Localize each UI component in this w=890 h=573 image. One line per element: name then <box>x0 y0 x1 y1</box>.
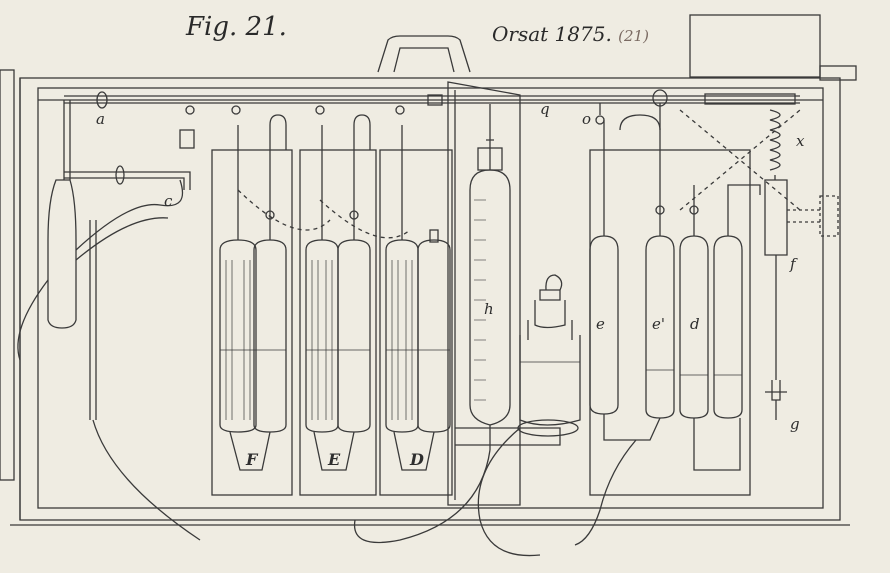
coil-and-tube <box>727 109 839 420</box>
water-jar <box>477 274 581 557</box>
partition-panel <box>447 81 521 506</box>
label-f: f <box>790 255 796 273</box>
label-q: q <box>540 100 550 118</box>
burette-scale <box>474 199 486 401</box>
absorption-pipettes <box>219 114 451 471</box>
label-h: h <box>484 300 494 318</box>
right-liquid-levels <box>646 369 742 376</box>
source-ref: (21) <box>618 27 649 45</box>
label-g: g <box>790 415 800 433</box>
source-text: Orsat 1875. <box>492 22 612 46</box>
label-o: o <box>582 110 592 128</box>
burette <box>353 104 561 544</box>
right-pipettes <box>574 103 801 546</box>
figure-title: Fig. 21. <box>186 12 287 42</box>
gas-manifold <box>64 89 800 109</box>
label-D: D <box>410 450 424 469</box>
figure-source: Orsat 1875. (21) <box>492 22 649 46</box>
label-E: E <box>328 450 341 469</box>
wooden-cabinet <box>0 14 857 526</box>
label-e-prime: e' <box>652 315 666 333</box>
label-a: a <box>96 110 105 128</box>
pipette-back-boards <box>211 149 751 496</box>
carry-handle <box>377 35 471 73</box>
label-e: e <box>596 315 605 333</box>
label-F: F <box>246 450 258 469</box>
inlet-filter <box>17 100 201 541</box>
label-c: c <box>164 192 173 210</box>
label-x: x <box>796 132 805 150</box>
stopcocks <box>185 105 699 220</box>
liquid-levels <box>220 260 450 420</box>
label-d: d <box>690 315 700 333</box>
